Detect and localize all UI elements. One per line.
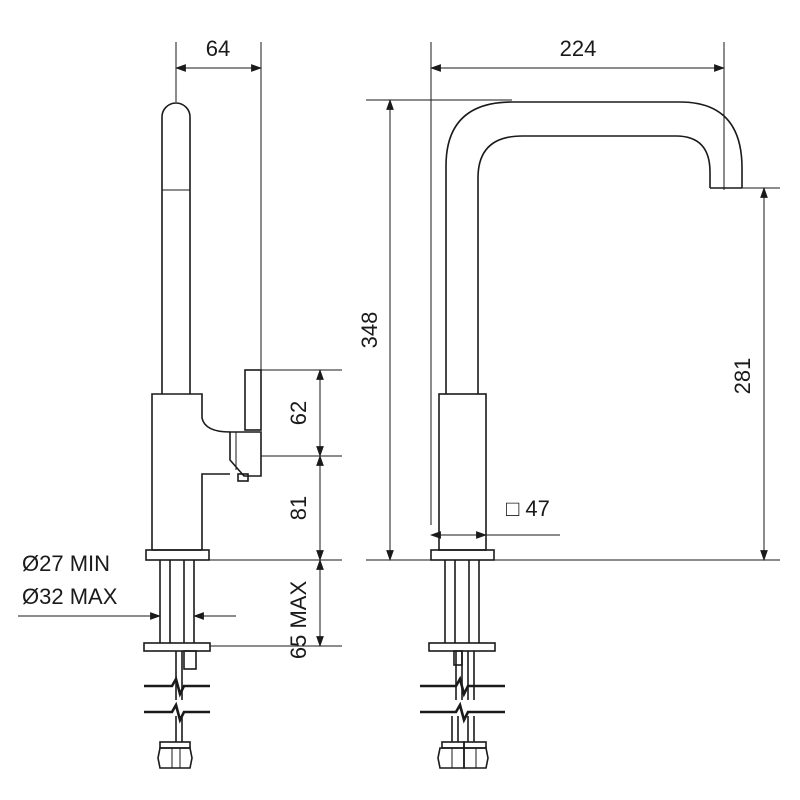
side-hose-nut — [157, 741, 193, 769]
side-break-line-top — [144, 675, 210, 698]
dim-label-square-47: □ 47 — [506, 496, 550, 521]
front-hose-nut-left — [437, 741, 465, 769]
front-base-plate — [430, 549, 495, 561]
dim-label-hole-max: Ø32 MAX — [22, 584, 118, 609]
dim-label-65-max: 65 MAX — [286, 581, 311, 660]
front-view: 224 348 281 □ 47 — [357, 36, 780, 769]
front-break-line-bottom — [420, 701, 505, 724]
dim-label-281: 281 — [730, 358, 755, 395]
side-spout-column — [161, 102, 191, 394]
dim-label-62: 62 — [286, 401, 311, 425]
front-spout-arc — [445, 101, 743, 394]
side-break-line-bottom — [144, 701, 210, 724]
side-lever-handle — [229, 369, 262, 482]
side-view: 64 62 81 65 MAX Ø27 MIN Ø32 MAX — [18, 36, 342, 769]
front-hose-nut-right — [463, 741, 489, 769]
dim-label-81: 81 — [286, 496, 311, 520]
dim-label-224: 224 — [560, 36, 597, 61]
front-spout-arc-inner — [477, 135, 711, 394]
dim-label-348: 348 — [357, 312, 382, 349]
front-break-line-top — [420, 675, 505, 698]
front-mounting-shank — [428, 560, 496, 700]
side-faucet-body — [151, 393, 231, 550]
dim-label-hole-min: Ø27 MIN — [22, 551, 110, 576]
front-faucet-body — [438, 393, 487, 551]
dim-label-64: 64 — [206, 36, 230, 61]
side-base-plate — [145, 549, 210, 561]
